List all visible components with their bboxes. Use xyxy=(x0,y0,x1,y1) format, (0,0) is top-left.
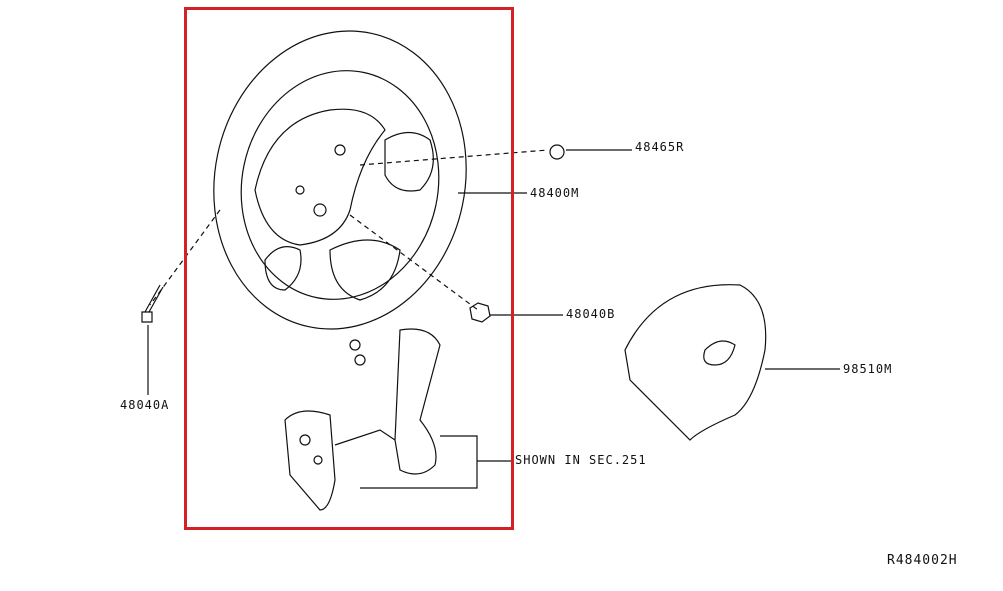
label-48400M[interactable]: 48400M xyxy=(530,186,580,200)
cap-48465R xyxy=(549,144,565,160)
label-48040B[interactable]: 48040B xyxy=(566,307,616,321)
bolt-48040A xyxy=(141,284,164,323)
reference-code: R484002H xyxy=(887,553,958,568)
steering-switches xyxy=(284,328,441,511)
nut-48040B xyxy=(469,302,491,323)
note-shown-in-sec: SHOWN IN SEC.251 xyxy=(515,453,647,467)
airbag-module xyxy=(624,284,767,441)
label-48465R[interactable]: 48465R xyxy=(635,140,685,154)
steering-wheel xyxy=(213,30,467,330)
highlight-box xyxy=(184,7,514,530)
label-48040A[interactable]: 48040A xyxy=(120,398,170,412)
label-98510M[interactable]: 98510M xyxy=(843,362,893,376)
